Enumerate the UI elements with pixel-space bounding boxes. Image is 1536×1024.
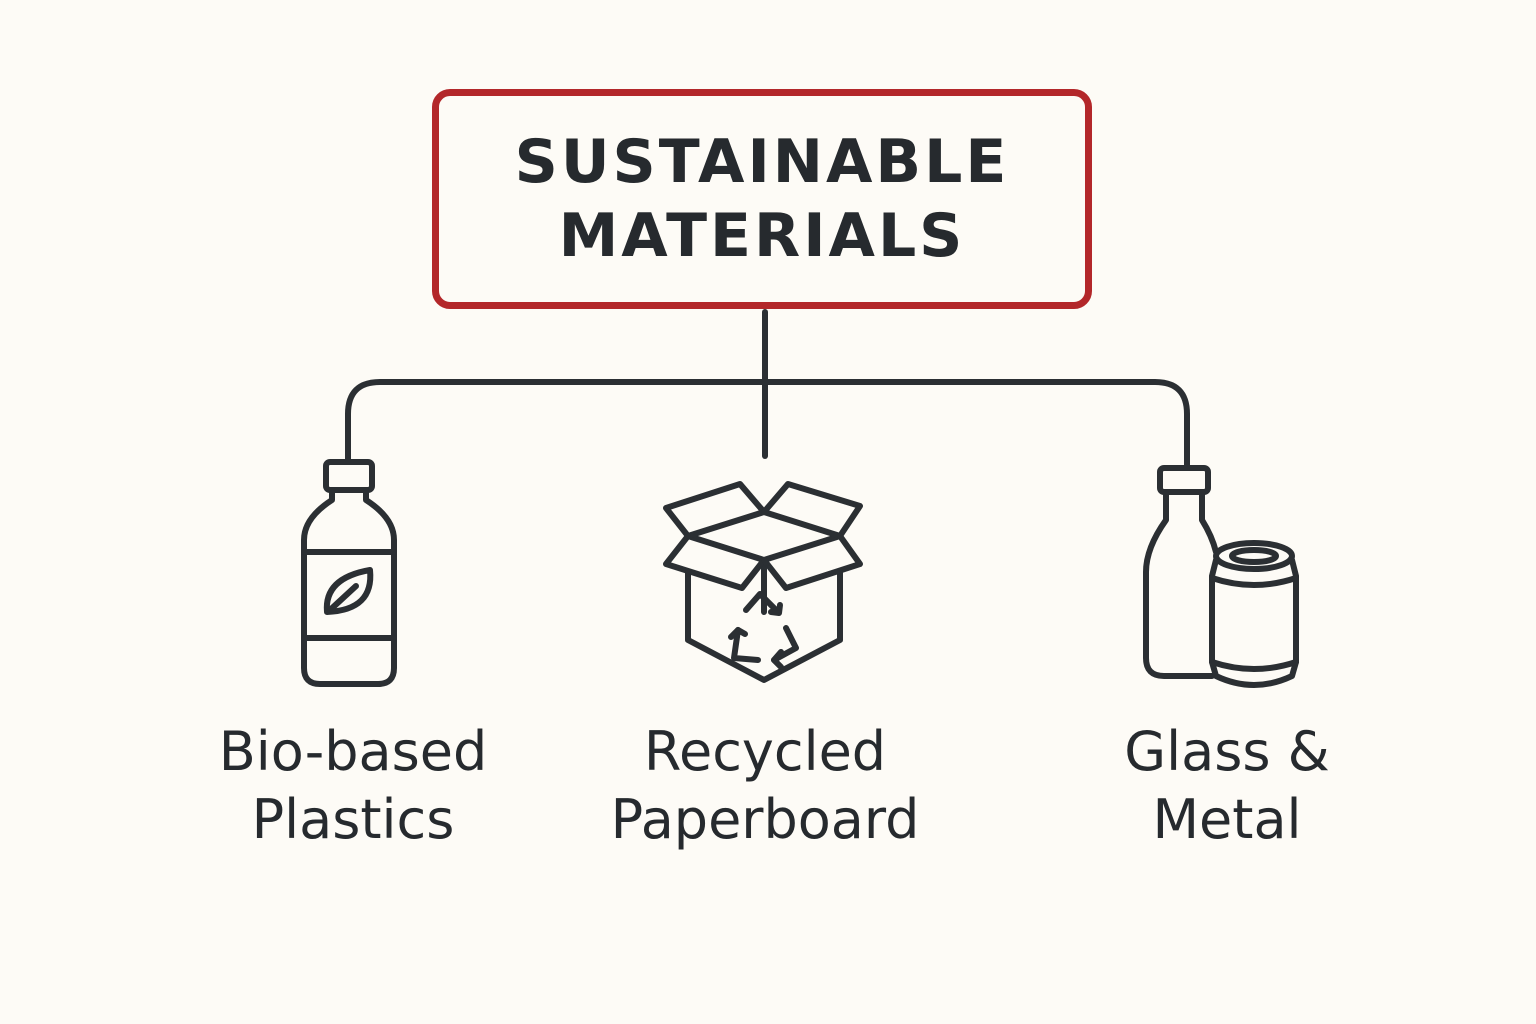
title-line-1: SUSTAINABLE (514, 127, 1010, 197)
plastic-bottle-leaf-icon (301, 459, 397, 687)
node-label-recycled-paperboard: Recycled Paperboard (555, 718, 975, 854)
node-label-glass-and-metal: Glass & Metal (1017, 718, 1437, 854)
connector-branch-right (762, 379, 1190, 469)
node-label-line-1: Recycled (643, 720, 887, 783)
node-label-bio-based-plastics: Bio-based Plastics (143, 718, 563, 854)
title-line-2: MATERIALS (558, 201, 966, 271)
recycle-icon (728, 591, 799, 670)
node-label-line-1: Glass & (1124, 720, 1330, 783)
cardboard-box-recycle-icon (663, 481, 863, 683)
connector-lines (345, 309, 1190, 469)
glass-bottle-and-can-icon (1143, 465, 1299, 688)
title-box: SUSTAINABLE MATERIALS (432, 89, 1092, 309)
node-label-line-2: Plastics (251, 788, 455, 851)
node-label-line-1: Bio-based (218, 720, 488, 783)
connector-branch-left (345, 379, 768, 463)
leaf-icon (323, 567, 374, 615)
node-label-line-2: Paperboard (610, 788, 920, 851)
node-label-line-2: Metal (1152, 788, 1302, 851)
